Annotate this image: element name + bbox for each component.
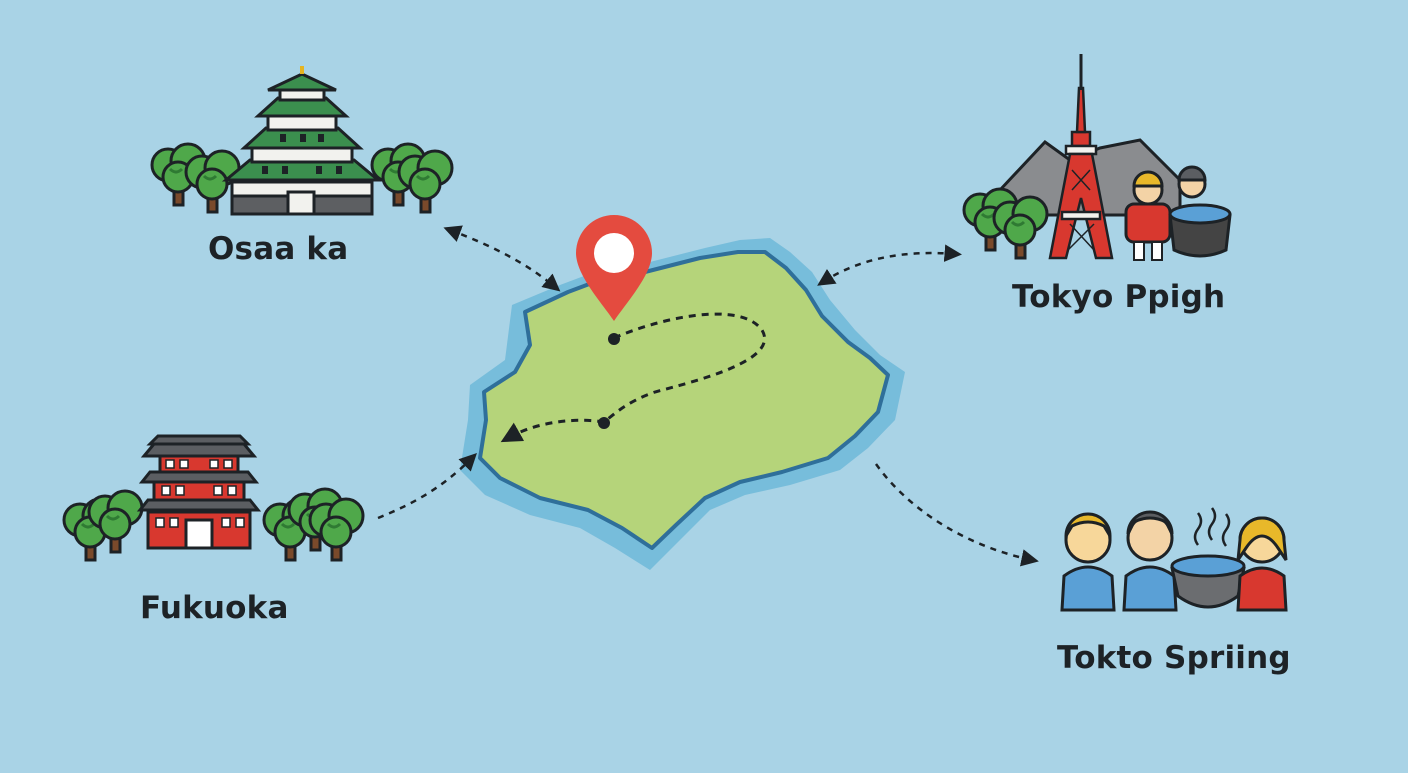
- arrow-tokyo: [817, 244, 962, 286]
- arrow-osaka: [443, 225, 561, 292]
- tokyo-tower-icon: [962, 54, 1232, 261]
- route-point-mid: [598, 417, 610, 429]
- location-label-tokyo: Tokyo Ppigh: [1012, 279, 1226, 315]
- castle-icon: [150, 66, 454, 216]
- arrow-fukuoka: [377, 453, 477, 520]
- location-label-osaka: Osaa ka: [208, 231, 349, 267]
- connector-arrows: [377, 225, 1039, 567]
- temple-icon: [62, 434, 365, 562]
- arrow-spring: [874, 463, 1039, 567]
- route-point-start: [608, 333, 620, 345]
- island-land: [478, 250, 890, 550]
- island: [460, 238, 905, 570]
- location-label-fukuoka: Fukuoka: [140, 590, 289, 626]
- onsen-icon: [1060, 507, 1288, 612]
- location-label-spring: Tokto Spriing: [1057, 640, 1291, 676]
- map-pin-icon[interactable]: [576, 215, 652, 321]
